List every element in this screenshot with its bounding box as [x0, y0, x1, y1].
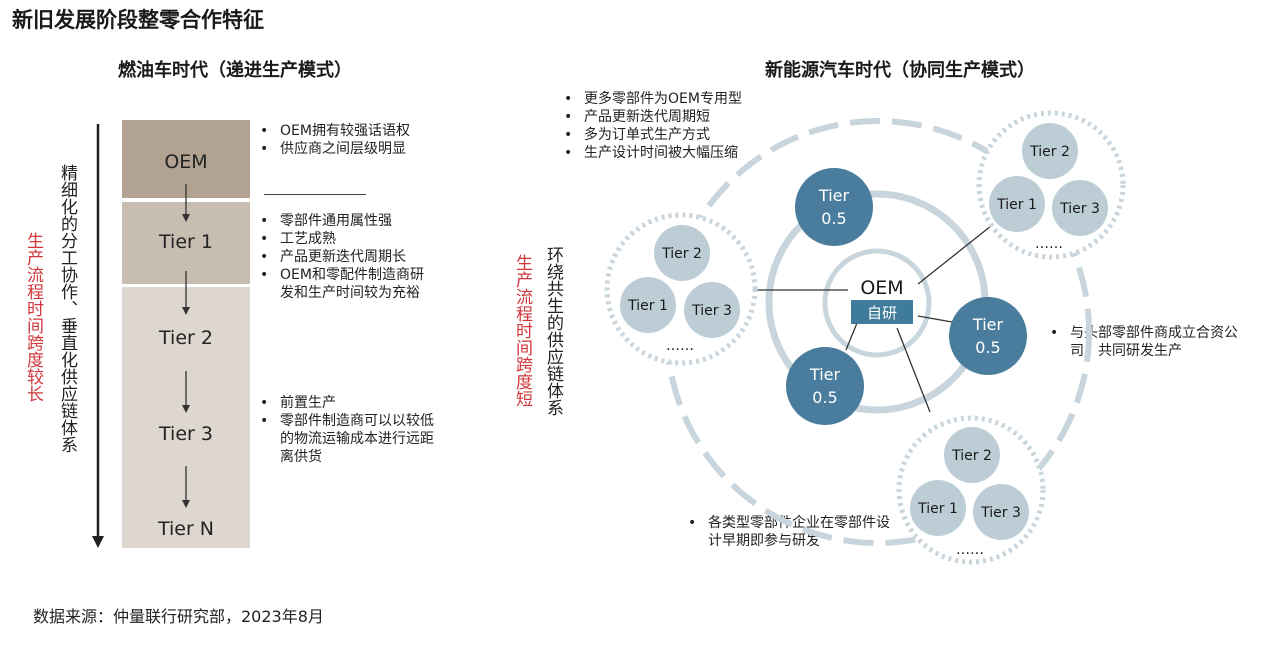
tier-label-tiern: Tier N — [157, 518, 215, 540]
cluster-topright-tier3 — [1052, 180, 1108, 236]
tier05-bottom-label-2: 0.5 — [812, 388, 837, 407]
right-bullets-top: 更多零部件为OEM专用型 产品更新迭代周期短 多为订单式生产方式 生产设计时间被… — [562, 90, 782, 162]
inner-ring-core — [822, 248, 932, 358]
bullet-item: 产品更新迭代周期长 — [258, 248, 436, 266]
data-source: 数据来源：仲量联行研究部，2023年8月 — [33, 607, 324, 626]
center-badge-label: 自研 — [867, 304, 897, 322]
cluster-topright-ellipsis: …… — [1035, 236, 1063, 252]
left-section-title: 燃油车时代（递进生产模式） — [118, 60, 352, 81]
tier-label-tier3: Tier 3 — [159, 423, 213, 445]
tier-label-tier2: Tier 2 — [159, 327, 213, 349]
center-oem-label: OEM — [860, 277, 903, 299]
cluster-left-tier1-label: Tier 1 — [627, 298, 668, 314]
cluster-bottom-tier3 — [973, 484, 1029, 540]
tier-label-oem: OEM — [164, 151, 208, 173]
outer-ring — [664, 118, 1092, 546]
cluster-bottom-tier3-label: Tier 3 — [980, 505, 1021, 521]
tier05-right — [949, 297, 1027, 375]
page-title: 新旧发展阶段整零合作特征 — [12, 8, 264, 32]
bullet-item: 零部件通用属性强 — [258, 212, 436, 230]
bullet-item: 各类型零部件企业在零部件设计早期即参与研发 — [686, 514, 894, 550]
right-vertical-main-label: 环绕共生的供应链体系 — [543, 246, 563, 416]
tier-label-tier1: Tier 1 — [159, 231, 213, 253]
bullet-item: 零部件制造商可以以较低的物流运输成本进行远距离供货 — [258, 412, 436, 466]
bullet-item: 生产设计时间被大幅压缩 — [562, 144, 782, 162]
tier05-top-label-1: Tier — [818, 186, 850, 205]
divider-line — [264, 194, 366, 195]
cluster-topright-tier2 — [1022, 123, 1078, 179]
bullet-item: 前置生产 — [258, 394, 436, 412]
tier-arrows-icon — [182, 184, 190, 508]
cluster-left-tier2-label: Tier 2 — [661, 246, 702, 262]
right-vertical-red-label: 生产流程时间跨度短 — [512, 254, 532, 407]
right-bullet-early-rd: 各类型零部件企业在零部件设计早期即参与研发 — [686, 514, 894, 550]
cluster-left-ellipsis: …… — [666, 338, 694, 354]
cluster-bottom-tier2 — [944, 427, 1000, 483]
cluster-bottom-ellipsis: …… — [956, 542, 984, 558]
left-vertical-red-label: 生产流程时间跨度较长 — [23, 232, 43, 402]
cluster-bottom-tier1-label: Tier 1 — [917, 501, 958, 517]
right-bullet-jv: 与头部零部件商成立合资公司，共同研发生产 — [1048, 324, 1258, 360]
tier05-bottom — [786, 347, 864, 425]
cluster-topright-tier2-label: Tier 2 — [1029, 144, 1070, 160]
bullet-item: OEM拥有较强话语权 — [258, 122, 448, 140]
bullet-item: 多为订单式生产方式 — [562, 126, 782, 144]
tier05-right-label-1: Tier — [972, 315, 1004, 334]
cluster-topright-tier1-label: Tier 1 — [996, 197, 1037, 213]
left-bullets-3: 前置生产 零部件制造商可以以较低的物流运输成本进行远距离供货 — [258, 394, 436, 466]
cluster-left-tier3-label: Tier 3 — [691, 303, 732, 319]
tier05-right-label-2: 0.5 — [975, 338, 1000, 357]
cluster-left-tier1 — [620, 277, 676, 333]
bullet-item: OEM和零配件制造商研发和生产时间较为充裕 — [258, 266, 436, 302]
left-vertical-main-label: 精细化的分工协作、垂直化供应链体系 — [57, 164, 77, 453]
cluster-bottom-tier1 — [910, 480, 966, 536]
bullet-item: 工艺成熟 — [258, 230, 436, 248]
bullet-item: 供应商之间层级明显 — [258, 140, 448, 158]
cluster-bottom-tier2-label: Tier 2 — [951, 448, 992, 464]
center-badge — [851, 300, 913, 324]
bullet-item: 产品更新迭代周期短 — [562, 108, 782, 126]
bullet-item: 更多零部件为OEM专用型 — [562, 90, 782, 108]
left-bullets-2: 零部件通用属性强 工艺成熟 产品更新迭代周期长 OEM和零配件制造商研发和生产时… — [258, 212, 436, 302]
bullet-item: 与头部零部件商成立合资公司，共同研发生产 — [1048, 324, 1258, 360]
cluster-topright-tier1 — [989, 176, 1045, 232]
left-bullets-1: OEM拥有较强话语权 供应商之间层级明显 — [258, 122, 448, 158]
timeline-arrow-icon — [92, 124, 104, 548]
tier05-top-label-2: 0.5 — [821, 209, 846, 228]
cluster-left-tier3 — [684, 282, 740, 338]
tier05-top — [795, 168, 873, 246]
cluster-left-tier2 — [654, 225, 710, 281]
tier05-bottom-label-1: Tier — [809, 365, 841, 384]
cluster-topright-tier3-label: Tier 3 — [1059, 201, 1100, 217]
right-section-title: 新能源汽车时代（协同生产模式） — [765, 60, 1035, 81]
